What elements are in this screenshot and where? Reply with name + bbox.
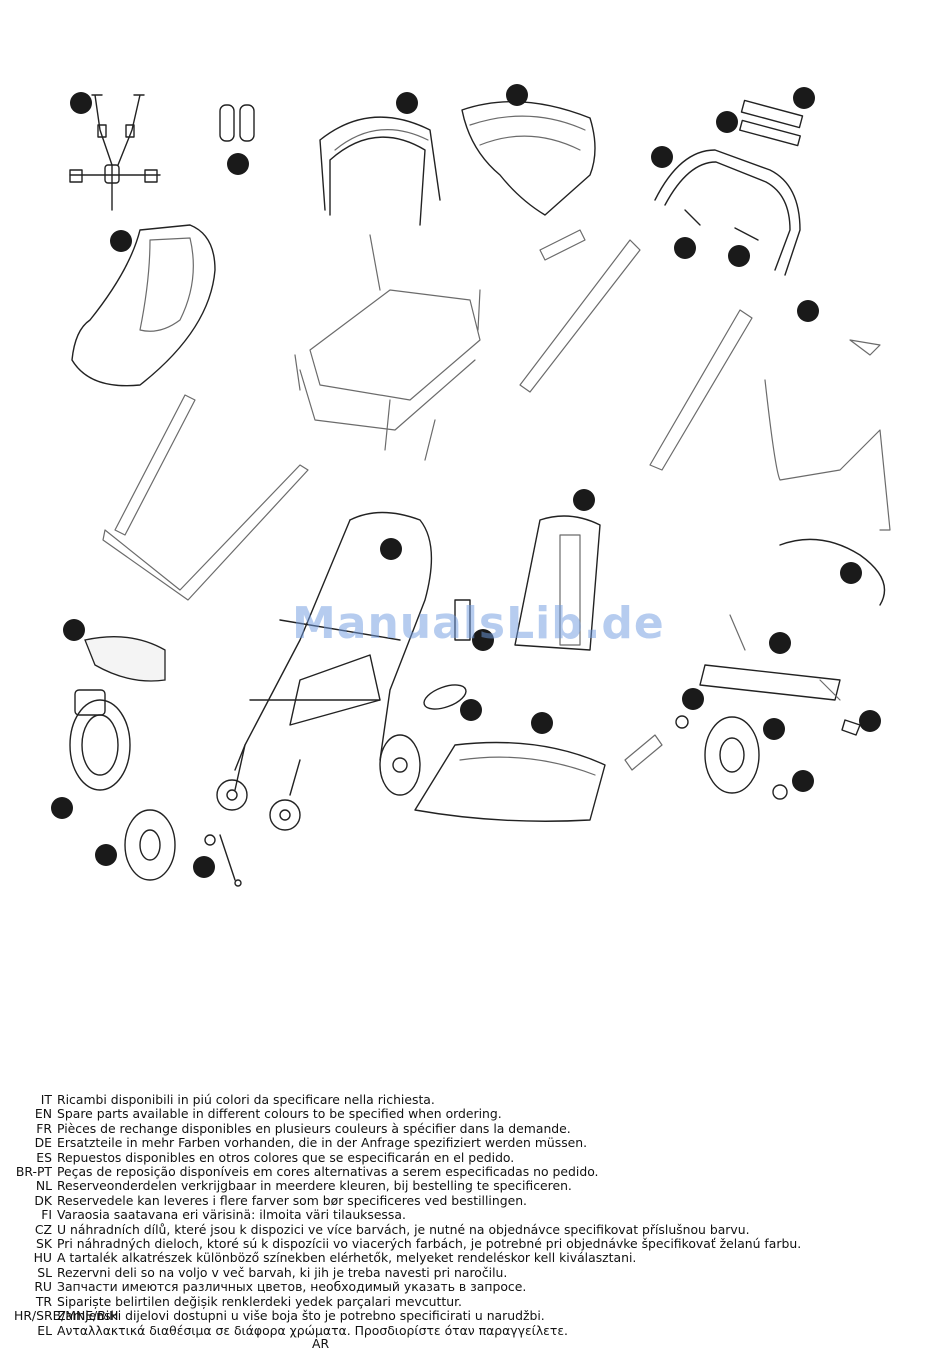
language-code: CZ xyxy=(34,1221,52,1237)
legend-row: IT Ricambi disponibili in piú colori da s… xyxy=(14,1092,914,1107)
language-notice-text: Zamjenski dijelovi dostupni u više boja … xyxy=(57,1308,545,1324)
language-notice-text: U náhradních dílů, které jsou k dispozic… xyxy=(57,1221,750,1237)
language-code: DK xyxy=(34,1192,52,1208)
legend-row: NL Reserveonderdelen verkrijgbaar in meer… xyxy=(14,1178,914,1194)
legend-row: SL Rezervni deli so na voljo v več barvah… xyxy=(14,1264,914,1280)
language-notice-text: Ersatzteile in mehr Farben vorhanden, di… xyxy=(57,1135,588,1151)
shoulder-pads-part xyxy=(219,104,255,142)
language-code: EL xyxy=(37,1322,52,1338)
backrest-board-part xyxy=(514,515,601,651)
brake-pedal-part xyxy=(624,734,663,771)
language-notice-text: Sipariște belirtilen değișik renklerdeki… xyxy=(57,1293,462,1309)
language-notice-text: Varaosia saatavana eri värisinä: ilmoita… xyxy=(57,1207,406,1223)
language-notice-text: Запчасти имеются различных цветов, необх… xyxy=(57,1279,527,1295)
language-code: ES xyxy=(36,1149,52,1165)
harness-part xyxy=(69,94,161,211)
legend-row: BR-PT Peças de reposição disponíveis em c… xyxy=(14,1164,914,1180)
language-notice-text: Reserveonderdelen verkrijgbaar in meerde… xyxy=(57,1178,572,1194)
legend-row: SK Pri náhradných dieloch, ktoré sú k dis… xyxy=(14,1236,914,1252)
legend-row: HU A tartalék alkatrészek különböző színe… xyxy=(14,1250,914,1266)
legend-row: EL Ανταλλακτικά διαθέσιμα σε διάφορα χρώμ… xyxy=(14,1322,914,1338)
clamp-part xyxy=(675,715,861,736)
hood-frame-part xyxy=(319,116,441,226)
language-code: HR/SRB/MNE/BiH xyxy=(14,1308,119,1324)
seat-base-part xyxy=(294,234,481,461)
stroller-assembled xyxy=(216,511,433,831)
clip-part xyxy=(454,599,471,641)
language-notice-text: A tartalék alkatrészek különböző színekb… xyxy=(57,1250,637,1266)
footrest-part xyxy=(84,636,166,682)
language-code: FI xyxy=(41,1207,52,1223)
legend-row: TR Sipariște belirtilen değișik renklerde… xyxy=(14,1293,914,1309)
rear-bracket-part xyxy=(764,339,891,531)
language-code: EN xyxy=(34,1106,52,1122)
language-code: SL xyxy=(37,1264,52,1280)
language-notice-text: Pri náhradných dieloch, ktoré sú k dispo… xyxy=(57,1236,802,1252)
language-code: BR-PT xyxy=(15,1164,52,1180)
language-code: TR xyxy=(35,1293,52,1309)
handlebar-part xyxy=(654,99,804,276)
watermark-text: ManualsLib.de xyxy=(292,598,665,649)
language-notice-text: Rezervni deli so na voljo v več barvah, … xyxy=(57,1264,508,1280)
language-notice-text: Ανταλλακτικά διαθέσιμα σε διάφορα χρώματ… xyxy=(57,1322,568,1338)
basket-part xyxy=(414,741,606,822)
color-notice-legend: IT Ricambi disponibili in piú colori da s… xyxy=(14,1092,914,1338)
language-notice-text: Repuestos disponibles en otros colores q… xyxy=(57,1149,515,1165)
language-code: IT xyxy=(40,1092,52,1107)
legend-last-code: AR xyxy=(312,1336,330,1351)
rear-leg-part xyxy=(649,309,753,471)
rear-axle-part xyxy=(699,614,841,701)
rear-wheel-right-part xyxy=(704,716,760,794)
reference-badges xyxy=(51,84,881,878)
language-code: SK xyxy=(36,1236,52,1252)
legend-row: DK Reservedele kan leveres i flere farver… xyxy=(14,1192,914,1208)
legend-row: RU Запчасти имеются различных цветов, нео… xyxy=(14,1279,914,1295)
language-code: RU xyxy=(34,1279,52,1295)
language-code: DE xyxy=(34,1135,52,1151)
legend-row: EN Spare parts available in different col… xyxy=(14,1106,914,1122)
language-notice-text: Ricambi disponibili in piú colori da spe… xyxy=(57,1092,435,1107)
bumper-bar-part xyxy=(779,538,886,606)
elastic-band-part xyxy=(423,684,467,710)
legend-row: FI Varaosia saatavana eri värisinä: ilmoi… xyxy=(14,1207,914,1223)
language-code: FR xyxy=(36,1120,52,1136)
axle-pin-part xyxy=(204,834,242,887)
exploded-parts-diagram xyxy=(51,84,891,887)
language-notice-text: Peças de reposição disponíveis em cores … xyxy=(57,1164,599,1180)
language-notice-text: Reservedele kan leveres i flere farver s… xyxy=(57,1192,527,1208)
legend-row: CZ U náhradních dílů, které jsou k dispoz… xyxy=(14,1221,914,1237)
seat-cushion-part xyxy=(71,224,216,387)
language-code: HU xyxy=(33,1250,52,1266)
language-notice-text: Spare parts available in different colou… xyxy=(57,1106,502,1122)
front-wheel-part xyxy=(69,689,131,791)
language-notice-text: Pièces de rechange disponibles en plusie… xyxy=(57,1120,571,1136)
rear-wheel-part xyxy=(124,809,176,881)
legend-row: DE Ersatzteile in mehr Farben vorhanden, … xyxy=(14,1135,914,1151)
legend-row: ES Repuestos disponibles en otros colores… xyxy=(14,1149,914,1165)
canopy-part xyxy=(461,100,596,216)
side-rail-part xyxy=(519,229,641,393)
language-code: NL xyxy=(35,1178,52,1194)
legend-row: FR Pièces de rechange disponibles en plus… xyxy=(14,1120,914,1136)
front-frame-part xyxy=(102,394,309,601)
hub-cap-part xyxy=(772,784,788,800)
